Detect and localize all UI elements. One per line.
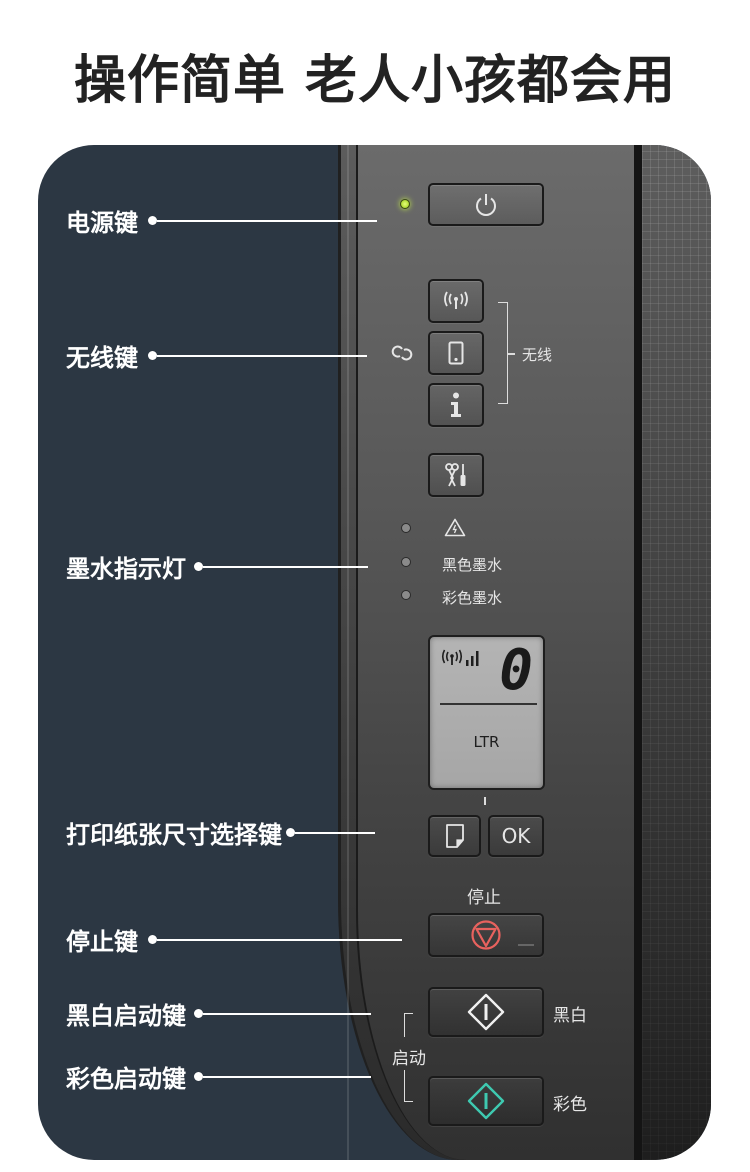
callout-dot — [194, 562, 203, 571]
callout-label-stop: 停止键 — [66, 928, 138, 956]
paper-icon — [445, 824, 464, 848]
callout-leader-line — [157, 354, 367, 357]
callout-label-power: 电源键 — [66, 209, 138, 237]
scanner-grid-texture — [642, 145, 711, 1160]
lcd-divider — [440, 703, 537, 705]
callout-paper: 打印纸张尺寸选择键 — [66, 815, 375, 850]
color-ink-led — [401, 590, 411, 600]
ok-button[interactable]: OK — [488, 815, 544, 857]
warning-icon — [444, 518, 466, 537]
stop-icon — [471, 920, 501, 950]
callout-bw-start: 黑白启动键 — [66, 996, 371, 1031]
lcd-tick-mark — [484, 797, 486, 805]
callout-leader-line — [203, 565, 368, 568]
start-bw-icon — [467, 993, 505, 1031]
callout-label-paper: 打印纸张尺寸选择键 — [66, 821, 282, 849]
callout-dot — [194, 1072, 203, 1081]
callout-dot — [286, 828, 295, 837]
page-headline: 操作简单 老人小孩都会用 — [73, 51, 677, 111]
black-ink-label: 黑色墨水 — [442, 556, 503, 574]
callout-stop: 停止键 — [66, 922, 402, 957]
callout-leader-line — [203, 1075, 371, 1078]
wifi-antenna-icon — [444, 291, 468, 309]
start-group-label: 启动 — [392, 1049, 426, 1069]
wireless-button[interactable] — [428, 279, 484, 323]
ok-button-label: OK — [501, 824, 531, 848]
callout-color-start: 彩色启动键 — [66, 1059, 371, 1094]
panel-divider — [634, 145, 642, 1160]
wireless-bracket-tick — [507, 353, 515, 355]
panel-edge-highlight — [347, 145, 349, 1160]
network-info-button[interactable] — [428, 383, 484, 427]
info-icon — [451, 392, 461, 417]
wireless-direct-link-icon — [391, 345, 413, 361]
lcd-display: 0 LTR — [428, 635, 545, 790]
color-start-button[interactable] — [428, 1076, 544, 1126]
smartphone-icon — [448, 341, 464, 365]
callout-ink: 墨水指示灯 — [66, 549, 368, 584]
power-led — [400, 199, 410, 209]
color-ink-label: 彩色墨水 — [442, 589, 503, 607]
mobile-connect-button[interactable] — [428, 331, 484, 375]
callout-wireless: 无线键 — [66, 338, 367, 373]
tools-icon — [445, 463, 466, 487]
start-bracket-top — [404, 1013, 413, 1037]
callout-label-ink: 墨水指示灯 — [66, 555, 186, 583]
callout-leader-line — [203, 1012, 371, 1015]
stop-button-indicator — [518, 944, 534, 946]
callout-leader-line — [295, 831, 375, 834]
callout-dot — [194, 1009, 203, 1018]
callout-dot — [148, 351, 157, 360]
callout-dot — [148, 935, 157, 944]
start-color-icon — [467, 1082, 505, 1120]
signal-strength-icon — [466, 660, 469, 666]
callout-dot — [148, 216, 157, 225]
control-panel-card: 无线 黑色墨水 彩色墨水 0 LTR — [38, 145, 711, 1160]
maintenance-button[interactable] — [428, 453, 484, 497]
callout-power: 电源键 — [66, 203, 377, 238]
callout-label-color-start: 彩色启动键 — [66, 1065, 186, 1093]
wireless-group-label: 无线 — [522, 346, 553, 364]
stop-label: 停止 — [467, 888, 501, 908]
power-button[interactable] — [428, 183, 544, 226]
start-bracket-bottom — [404, 1070, 413, 1102]
callout-label-bw-start: 黑白启动键 — [66, 1002, 186, 1030]
bw-label: 黑白 — [553, 1006, 587, 1026]
alarm-led — [401, 523, 411, 533]
stop-button[interactable] — [428, 913, 544, 957]
black-white-start-button[interactable] — [428, 987, 544, 1037]
color-label: 彩色 — [553, 1095, 587, 1115]
wifi-signal-icon — [441, 649, 479, 666]
black-ink-led — [401, 557, 411, 567]
callout-leader-line — [157, 938, 402, 941]
copies-count: 0 — [499, 638, 533, 703]
power-icon — [476, 193, 496, 216]
paper-size-value: LTR — [473, 733, 500, 751]
callout-label-wireless: 无线键 — [66, 344, 138, 372]
callout-leader-line — [157, 219, 377, 222]
paper-select-button[interactable] — [428, 815, 481, 857]
